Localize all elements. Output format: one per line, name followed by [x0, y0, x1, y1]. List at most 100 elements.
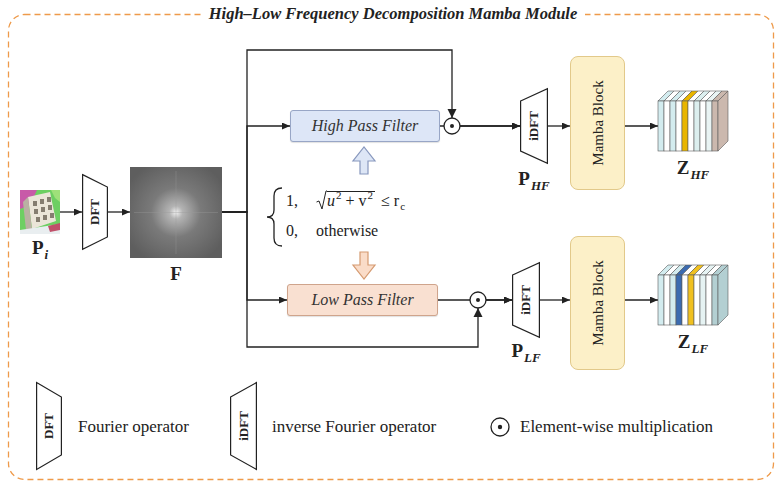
variable-subscript: HF — [690, 167, 709, 182]
flow-arrow — [625, 299, 658, 300]
case-brace — [267, 188, 282, 246]
node-illustration — [130, 167, 222, 258]
math-condition: ≤ r — [381, 192, 399, 209]
variable-label: Pi — [32, 237, 48, 261]
image-node: ZHF — [658, 91, 728, 151]
photo-window — [47, 197, 51, 202]
mamba-block: Mamba Block — [570, 236, 625, 370]
node-illustration — [658, 91, 728, 151]
legend-item: inverse Fourier operator — [272, 416, 436, 438]
hollow-arrow-up — [353, 147, 375, 174]
flow-arrow — [222, 212, 512, 347]
variable-name: P — [32, 237, 44, 258]
photo-window — [33, 201, 37, 206]
mamba-block: Mamba Block — [570, 56, 625, 190]
legend-text: Element-wise multiplication — [520, 417, 713, 436]
flow-arrow — [540, 299, 570, 300]
feature-slab — [676, 275, 682, 325]
variable-name: P — [511, 340, 523, 361]
legend-multiply-dot — [498, 425, 502, 429]
feature-slab — [682, 275, 688, 325]
equation-line: 0, otherwise — [286, 222, 378, 240]
variable-name: P — [518, 168, 530, 189]
operator-label: iDFT — [518, 285, 534, 315]
feature-slab — [664, 101, 670, 151]
fourier-operator: iDFTPHF — [520, 88, 548, 164]
photo-window — [43, 215, 47, 220]
block-label: Mamba Block — [589, 80, 606, 165]
operator-trapezoid — [521, 89, 548, 164]
variable-label: ZHF — [677, 157, 709, 181]
fourier-operator: iDFTPLF — [512, 262, 540, 338]
radicand: u2+ v2 — [327, 191, 375, 209]
photo-window — [48, 205, 52, 210]
variable-label: F — [170, 263, 182, 285]
feature-slab — [706, 275, 712, 325]
feature-slab — [676, 101, 682, 151]
variable-subscript: i — [44, 247, 48, 262]
photo-patch — [51, 190, 60, 202]
node-illustration — [658, 265, 728, 325]
node-illustration — [20, 190, 60, 234]
case-column: 0, — [286, 222, 316, 240]
image-node: ZLF — [658, 265, 728, 325]
feature-slab — [658, 101, 664, 151]
equation-line: 1, u2+ v2 ≤ rc — [286, 190, 405, 211]
legend-item: Fourier operator — [78, 416, 189, 438]
legend-sample: DFT — [36, 382, 62, 470]
variable-subscript: HF — [531, 178, 550, 193]
photo-window — [40, 199, 44, 204]
feature-slab — [706, 101, 712, 151]
flow-arrow — [108, 211, 130, 212]
photo-building-side — [23, 197, 32, 230]
filter-box: Low Pass Filter — [287, 284, 438, 316]
image-node: Pi — [20, 190, 60, 234]
photo-window — [36, 217, 40, 222]
variable-name: Z — [677, 157, 690, 178]
photo-window — [50, 213, 54, 218]
feature-slab — [670, 101, 676, 151]
flow-arrow — [222, 126, 290, 212]
feature-slab — [688, 275, 694, 325]
math-variable: + v — [346, 192, 367, 209]
math-exponent: 2 — [368, 189, 374, 201]
title-bar: High–Low Frequency Decomposition Mamba M… — [0, 4, 780, 24]
feature-slab — [700, 101, 706, 151]
block-label: Mamba Block — [589, 260, 606, 345]
operator-label: iDFT — [526, 111, 542, 141]
operator-trapezoid — [513, 263, 540, 338]
fourier-operator: DFT — [82, 174, 108, 250]
radical-sign — [316, 190, 327, 211]
spectrum-axis — [134, 212, 218, 213]
hollow-arrow-down — [353, 252, 375, 279]
variable-label: ZLF — [678, 331, 708, 355]
feature-slab — [694, 275, 700, 325]
variable-label: PHF — [518, 168, 549, 192]
operator-trapezoid — [83, 175, 108, 250]
operator-trapezoid — [37, 383, 62, 470]
operator-label: DFT — [87, 199, 103, 225]
feature-slab — [700, 275, 706, 325]
module-border — [9, 15, 774, 480]
legend-sample: iDFT — [230, 382, 257, 470]
case-column: 1, — [286, 192, 316, 210]
feature-slab — [712, 275, 718, 325]
photo-window — [41, 207, 45, 212]
variable-name: Z — [678, 331, 691, 352]
filter-box: High Pass Filter — [290, 110, 440, 142]
operator-trapezoid — [231, 383, 257, 470]
math-subscript: c — [400, 200, 405, 212]
case-condition: otherwise — [316, 222, 378, 239]
feature-slab-side — [718, 265, 728, 325]
case-value: 0, — [286, 222, 298, 239]
variable-subscript: LF — [524, 350, 541, 365]
feature-slab — [712, 101, 718, 151]
photo-window — [34, 209, 38, 214]
legend-item: Element-wise multiplication — [520, 416, 713, 438]
feature-slab — [658, 275, 664, 325]
filter-label: High Pass Filter — [312, 117, 419, 135]
